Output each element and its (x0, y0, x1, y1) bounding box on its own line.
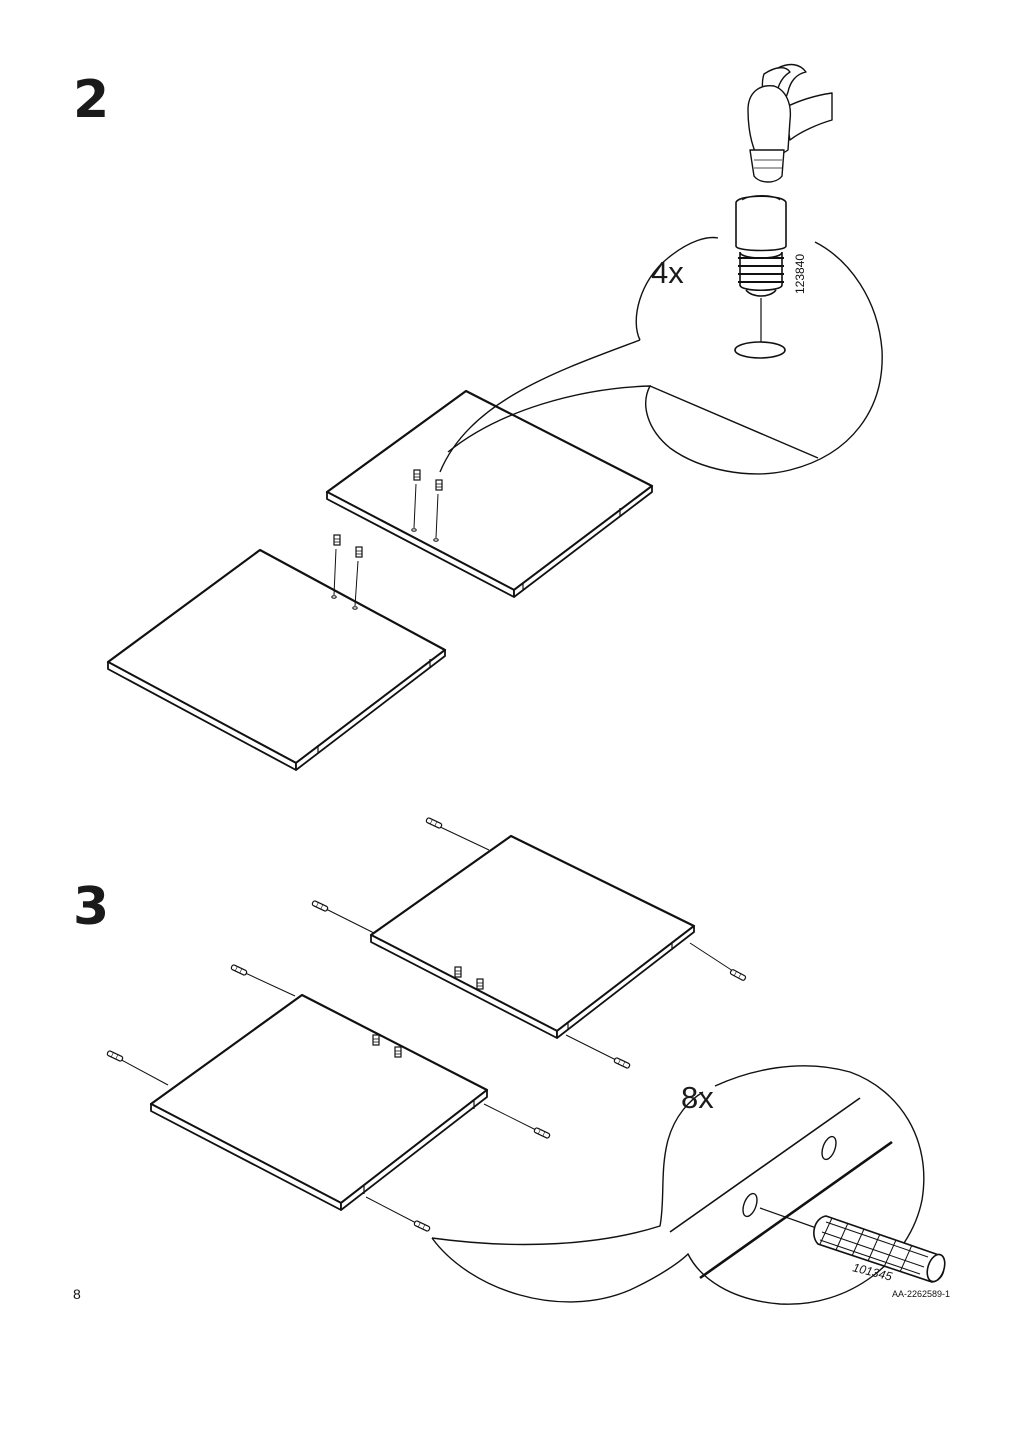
page-number: 8 (73, 1286, 81, 1302)
document-code: AA-2262589-1 (891, 1289, 950, 1299)
wooden-dowel-large-icon (813, 1215, 946, 1283)
cam-lock-screw-large-icon (734, 195, 787, 359)
part-number-123840: 123840 (793, 254, 807, 294)
step3-detail-callout (431, 1065, 925, 1305)
step-2-number: 2 (73, 70, 110, 130)
step3-upper-panel (369, 834, 696, 1039)
step-2-quantity: 4x (651, 255, 684, 290)
step-3-number: 3 (73, 877, 110, 937)
step2-upper-panel (325, 389, 654, 598)
step2-detail-callout (439, 236, 883, 475)
cam-lock-screw-icon (331, 469, 443, 610)
wooden-dowel-icon (106, 816, 747, 1233)
hammer-icon (747, 63, 833, 183)
step2-lower-panel (106, 548, 447, 771)
step3-lower-panel (149, 993, 489, 1211)
step-3-quantity: 8x (681, 1080, 714, 1115)
